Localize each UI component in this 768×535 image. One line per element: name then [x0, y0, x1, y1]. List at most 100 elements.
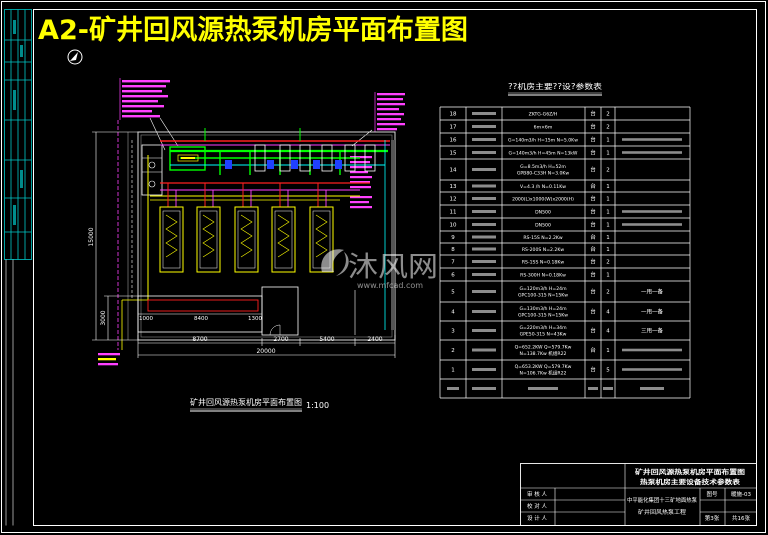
spec-text: G=120m3/h H=24m — [519, 286, 567, 292]
dimension-left: 15000 3000 — [88, 131, 138, 341]
quantity-cell: 1 — [606, 151, 610, 157]
role-reviewer: 审 核 人 — [527, 490, 547, 498]
quantity-cell: 1 — [606, 235, 610, 241]
row-number: 2 — [451, 348, 455, 354]
pipe-labels-left — [119, 78, 179, 151]
equipment-name-mark — [472, 151, 496, 154]
binding-strip — [4, 9, 32, 526]
equipment-name-mark — [472, 310, 496, 313]
unit-cell: 台 — [590, 195, 596, 203]
pump — [299, 144, 311, 172]
equipment-name-mark — [472, 138, 496, 141]
spec-text: G=130m3/h H=24m — [519, 306, 567, 312]
remark-mark — [622, 348, 682, 352]
header-label-mark — [603, 387, 613, 390]
quantity-cell: 1 — [606, 247, 610, 253]
pipe-labels-bottom — [98, 120, 120, 366]
floor-plan: 1000 8400 1300 8700 2700 5400 2400 20000 — [88, 78, 405, 412]
spec-text: G=140m3/h H=15m N=5.0Kw — [508, 137, 578, 143]
quantity-cell: 1 — [606, 184, 610, 190]
unit-cell: 台 — [590, 271, 596, 279]
quantity-cell: 1 — [606, 210, 610, 216]
remark-mark — [622, 368, 682, 371]
unit-cell: 台 — [590, 233, 596, 241]
dimension-bottom: 8700 2700 5400 2400 20000 — [137, 335, 396, 358]
remark-mark — [622, 138, 682, 141]
row-number: 17 — [450, 125, 457, 131]
unit-cell: 台 — [590, 308, 596, 316]
row-number: 4 — [451, 310, 455, 316]
title-block: 矿井回风源热泵机房平面布置图 热泵机房主要设备技术参数表 审 核 人 校 对 人… — [520, 463, 757, 526]
spec-text: Q=653.2KW Q=579.7Kw — [515, 364, 572, 370]
equipment-name-mark — [472, 247, 496, 251]
mfcad-logo-icon — [321, 249, 349, 276]
equipment-name-mark — [472, 168, 496, 171]
project-name: 中平能化集团十三矿地面热泵 — [627, 496, 697, 504]
row-number: 15 — [450, 151, 457, 157]
drawing-number: 暖施-03 — [731, 490, 751, 498]
binding-text-mark — [13, 90, 16, 110]
dim-segment-2: 2700 — [273, 336, 288, 343]
water-tank — [147, 299, 259, 312]
pump — [254, 144, 266, 172]
heat-pump-unit — [196, 206, 221, 273]
spec-text: Q=652.2KW Q=579.7Kw — [515, 344, 572, 350]
pump — [364, 144, 376, 172]
dim-lower: 3000 — [100, 310, 107, 325]
row-number: 9 — [451, 235, 455, 241]
spec-text: RS-200S N=2.2Kw — [522, 247, 565, 253]
equipment-name-mark — [472, 223, 496, 226]
pump-motor — [335, 160, 342, 169]
remark-cell: 三用一备 — [641, 327, 664, 335]
title-block-drawing-subtitle: 热泵机房主要设备技术参数表 — [640, 477, 741, 486]
watermark-name: 沐风网 — [348, 250, 438, 283]
dim-segment-4: 2400 — [367, 336, 382, 343]
pump-motor — [267, 160, 274, 169]
sheet-total: 共16张 — [732, 514, 750, 522]
unit-cell: 台 — [590, 166, 596, 174]
quantity-cell: 1 — [606, 273, 610, 279]
quantity-cell: 2 — [606, 112, 610, 118]
row-number: 8 — [451, 247, 455, 253]
right-wall-hatch — [391, 140, 395, 330]
row-number: 11 — [450, 210, 457, 216]
north-arrow-icon — [67, 49, 83, 65]
heat-pump-unit — [234, 206, 259, 273]
equipment-name-mark — [472, 197, 496, 200]
spec-text: GPC100-315 N=15Kw — [518, 313, 568, 319]
remark-mark — [622, 151, 682, 154]
quantity-cell: 2 — [606, 290, 610, 296]
plan-caption: 矿井回风源热泵机房平面布置图 — [190, 397, 302, 407]
spec-text: N=106.7Kw 机组R22 — [520, 370, 567, 377]
plan-scale: 1:100 — [306, 401, 329, 410]
dim-total: 20000 — [256, 348, 275, 355]
spec-text: DN500 — [535, 209, 551, 215]
heat-pump-units — [159, 206, 334, 273]
header-label-mark — [447, 387, 459, 390]
equipment-name-mark — [472, 290, 496, 293]
pump — [279, 144, 291, 172]
equipment-name-mark — [472, 368, 496, 371]
quantity-cell: 2 — [606, 125, 610, 131]
remark-mark — [622, 210, 682, 213]
binding-text-mark — [20, 45, 23, 57]
spec-text: G=140m3/h H=45m N=13kW — [509, 150, 578, 156]
heat-pump-unit — [271, 206, 296, 273]
equipment-name-mark — [472, 112, 496, 115]
table-header-row — [447, 387, 664, 390]
dim-segment-3: 5400 — [319, 336, 334, 343]
row-number: 6 — [451, 273, 455, 279]
